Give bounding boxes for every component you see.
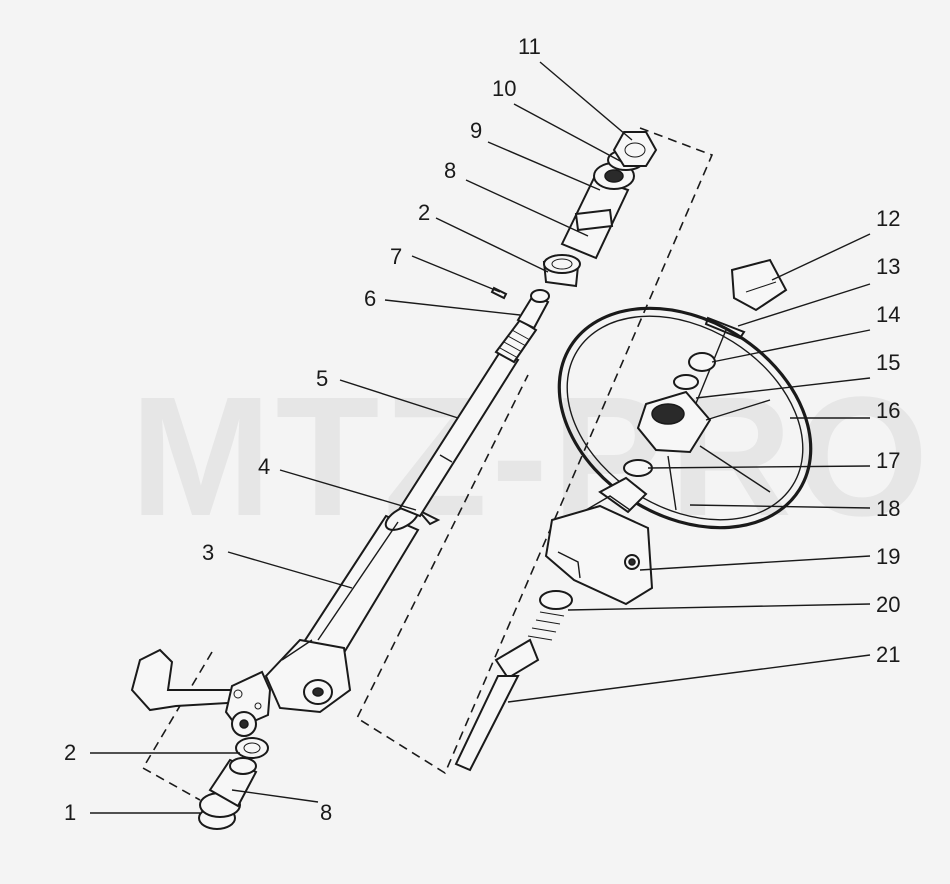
callout-5: 5 [316,366,328,391]
part-15-washer [673,374,699,390]
callout-21: 21 [876,642,900,667]
column-bracket [130,648,272,737]
callout-16: 16 [876,398,900,423]
part-20-spring [527,590,573,641]
callout-10: 10 [492,76,516,101]
part-18-hub [598,476,648,514]
part-2-lower-bearing [235,737,269,759]
callout-1: 1 [64,800,76,825]
callout-12: 12 [876,206,900,231]
part-8-upper-bushing [560,176,630,260]
callout-labels: 1 2 8 2 3 4 5 6 7 2 8 9 10 11 12 13 14 1… [64,34,900,825]
callout-20: 20 [876,592,900,617]
callout-13: 13 [876,254,900,279]
part-14-nut [688,352,716,372]
part-2-upper-bearing [542,254,581,288]
callout-14: 14 [876,302,900,327]
callout-11: 11 [518,34,541,59]
callout-19: 19 [876,544,900,569]
part-11-nut [612,131,658,167]
part-12-horn-cap [730,258,788,312]
leader-lines [90,61,871,814]
part-3-column-housing [264,505,420,714]
part-19-mounting-bracket [544,495,654,606]
callout-8: 8 [320,800,332,825]
callout-18: 18 [876,496,900,521]
part-5-steering-shaft [398,318,538,518]
callout-2: 2 [64,740,76,765]
callout-15: 15 [876,350,900,375]
callout-7: 7 [390,244,402,269]
part-17-hub-ring [623,459,653,477]
part-8-lower-bushing [208,757,258,808]
callout-4: 4 [258,454,270,479]
callout-3: 3 [202,540,214,565]
part-21-lower-shaft [454,638,540,772]
callout-17: 17 [876,448,900,473]
part-6-shaft-top [516,289,550,330]
callout-9: 9 [470,118,482,143]
callout-2: 2 [418,200,430,225]
callout-6: 6 [364,286,376,311]
part-4-pin [417,509,441,526]
watermark: MTZ-PRO [130,362,932,552]
callout-8: 8 [444,158,456,183]
dashed-frame-upper [355,127,714,775]
